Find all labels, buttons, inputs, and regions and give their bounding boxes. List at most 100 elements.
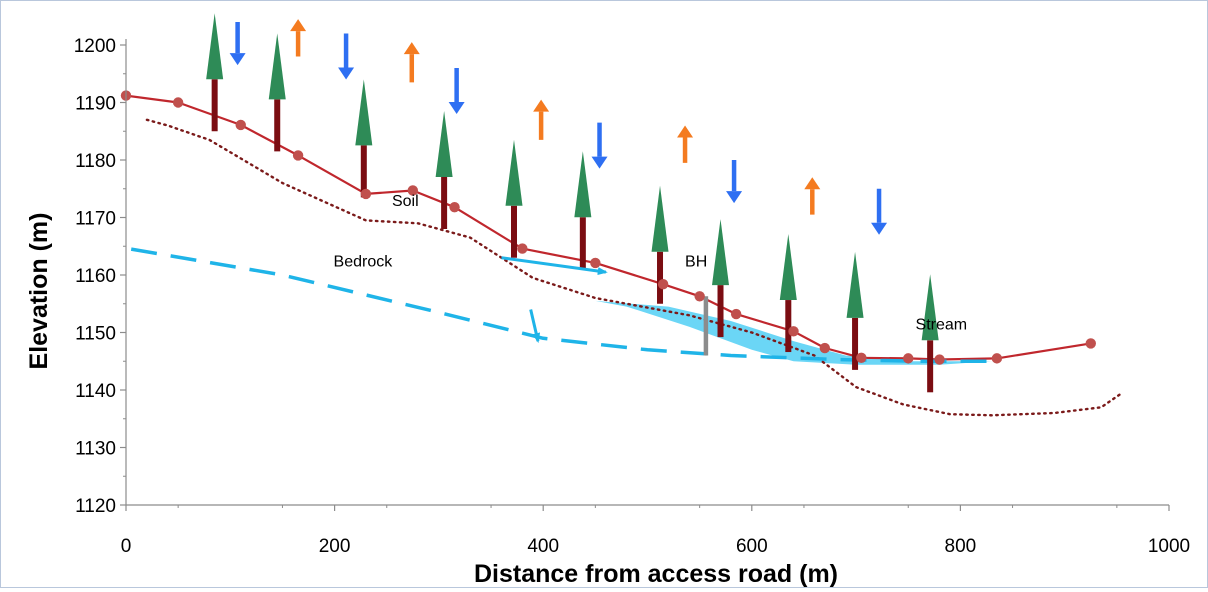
- tree-crown: [651, 185, 669, 252]
- soil-label: Soil: [392, 193, 419, 210]
- precipitation-arrow-1: [229, 22, 246, 66]
- evapotranspiration-arrow-4: [403, 42, 420, 83]
- surface-point-14: [819, 342, 831, 354]
- tree-6: [574, 151, 592, 270]
- surface-point-8: [517, 243, 528, 254]
- tree-crown: [505, 139, 523, 206]
- surface-point-17: [934, 354, 945, 365]
- x-tick-label: 1000: [1148, 536, 1190, 557]
- evapotranspiration-arrow-10: [804, 177, 821, 215]
- surface-point-18: [991, 353, 1003, 364]
- tree-trunk: [717, 285, 724, 338]
- tree-3: [355, 79, 373, 198]
- tree-1: [206, 13, 224, 132]
- tree-crown: [779, 234, 797, 301]
- flow-arrow-1: [501, 256, 608, 275]
- arrow-head: [804, 177, 821, 190]
- tree-crown: [355, 79, 373, 146]
- tree-crown: [206, 13, 224, 80]
- y-tick-label: 1140: [75, 381, 116, 402]
- tree-trunk: [927, 340, 934, 393]
- x-tick-label: 400: [527, 536, 559, 557]
- tree-10: [846, 251, 864, 370]
- stream-label: Stream: [916, 317, 968, 334]
- surface-point-5: [360, 188, 372, 200]
- tree-trunk: [441, 177, 448, 229]
- arrow-head: [533, 99, 550, 112]
- surface-point-11: [694, 291, 705, 302]
- tree-5: [505, 139, 523, 258]
- tree-4: [435, 111, 453, 229]
- x-axis-title: Distance from access road (m): [474, 560, 838, 587]
- precipitation-arrow-9: [726, 160, 743, 204]
- arrow-head: [871, 222, 888, 235]
- precipitation-arrow-7: [591, 122, 608, 169]
- surface-point-3: [235, 119, 246, 131]
- arrow-head: [591, 156, 608, 169]
- bedrock-label: Bedrock: [334, 253, 394, 270]
- water-table-line: [130, 247, 992, 364]
- y-axis-title: Elevation (m): [25, 213, 53, 370]
- tree-9: [779, 234, 797, 353]
- bh-label: BH: [685, 253, 707, 270]
- precipitation-arrow-3: [338, 33, 355, 80]
- tree-trunk: [510, 205, 517, 258]
- arrow-head: [229, 53, 246, 66]
- tree-crown: [712, 219, 730, 286]
- tree-trunk: [579, 217, 586, 270]
- surface-point-6: [407, 185, 419, 196]
- surface-point-13: [788, 326, 799, 337]
- arrow-head: [290, 19, 307, 32]
- tree-trunk: [657, 251, 664, 304]
- tree-crown: [921, 274, 939, 341]
- evapotranspiration-arrow-8: [677, 125, 694, 163]
- surface-point-9: [590, 257, 601, 269]
- arrow-head: [448, 102, 465, 114]
- surface-point-12: [730, 308, 742, 320]
- tree-trunk: [211, 79, 218, 132]
- surface-point-16: [903, 353, 914, 364]
- surface-point-10: [657, 279, 669, 290]
- flow-arrow-2: [529, 309, 541, 344]
- y-tick-label: 1190: [75, 94, 116, 115]
- arrow-head: [403, 42, 420, 55]
- arrow-head: [677, 125, 694, 138]
- surface-point-4: [292, 150, 304, 161]
- x-tick-label: 800: [945, 536, 977, 557]
- arrow-head: [726, 191, 743, 204]
- precipitation-arrow-11: [871, 188, 888, 235]
- x-tick-label: 0: [121, 536, 132, 557]
- tree-trunk: [852, 317, 859, 370]
- y-tick-label: 1160: [75, 266, 116, 287]
- y-tick-label: 1200: [74, 36, 116, 57]
- tree-trunk: [274, 99, 281, 152]
- y-tick-label: 1180: [75, 151, 116, 172]
- x-tick-label: 600: [736, 536, 768, 557]
- tree-crown: [846, 251, 864, 318]
- tree-7: [651, 185, 669, 304]
- tree-11: [921, 274, 939, 393]
- precipitation-arrow-5: [448, 68, 465, 114]
- tree-8: [712, 219, 730, 338]
- y-tick-label: 1130: [75, 439, 116, 460]
- surface-point-7: [449, 201, 460, 213]
- surface-point-15: [856, 352, 867, 363]
- y-tick-label: 1120: [75, 496, 116, 517]
- evapotranspiration-arrow-2: [290, 19, 307, 57]
- y-tick-label: 1150: [75, 324, 116, 345]
- tree-crown: [435, 111, 453, 177]
- tree-crown: [268, 33, 286, 100]
- tree-trunk: [360, 145, 367, 198]
- tree-trunk: [785, 300, 792, 353]
- y-tick-label: 1170: [75, 209, 116, 230]
- tree-2: [268, 33, 286, 152]
- surface-point-19: [1085, 338, 1096, 349]
- tree-crown: [574, 151, 592, 218]
- x-tick-label: 200: [319, 536, 351, 557]
- surface-point-2: [172, 97, 184, 108]
- arrow-head: [338, 67, 355, 80]
- bedrock-contact-line: [145, 118, 1124, 417]
- evapotranspiration-arrow-6: [533, 99, 550, 140]
